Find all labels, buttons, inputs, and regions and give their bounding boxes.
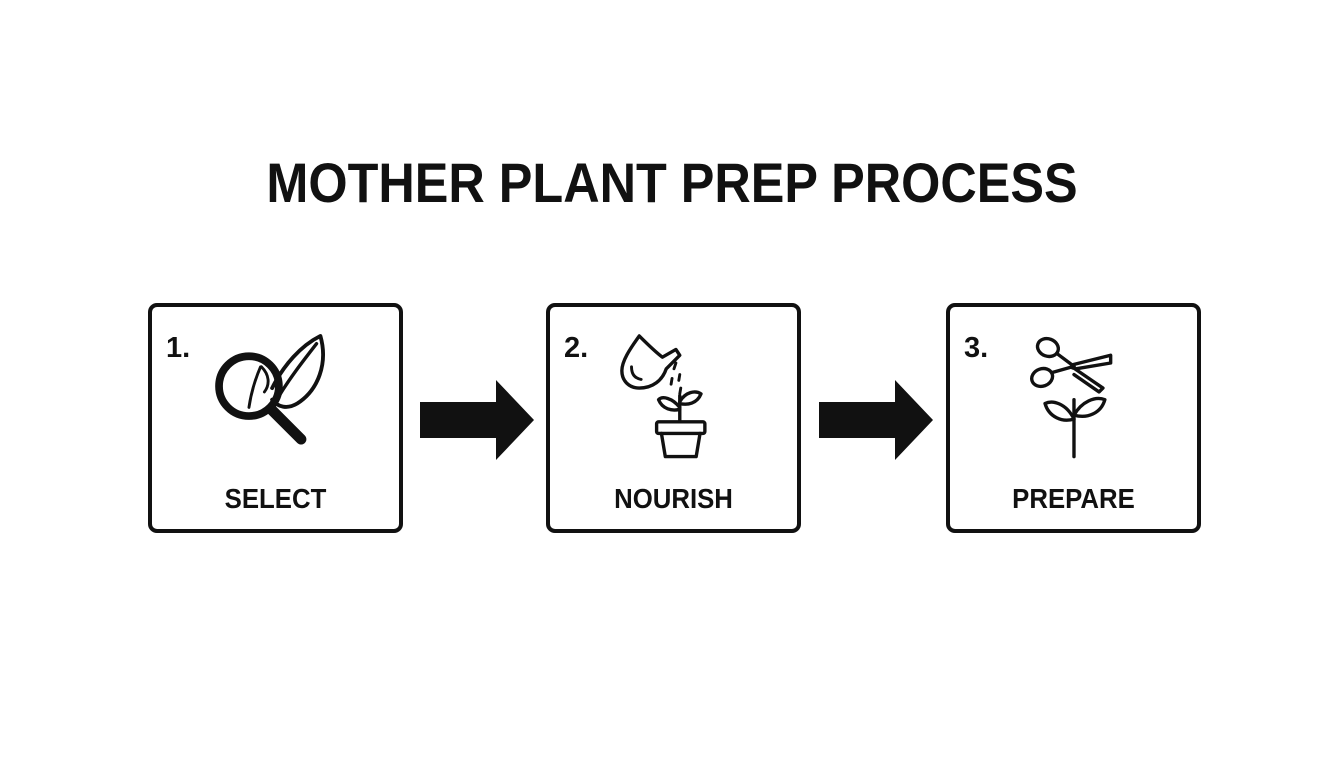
step-number: 2.	[564, 332, 589, 364]
watering-plant-icon	[620, 334, 707, 459]
scissors-plant-icon	[1030, 336, 1113, 459]
step-select-card: 1. SELECT	[148, 303, 403, 533]
magnifier-leaf-icon	[215, 334, 325, 445]
page-title: MOTHER PLANT PREP PROCESS	[266, 151, 1078, 214]
step-nourish-card: 2. NOURISH	[546, 303, 801, 533]
step-number: 1.	[166, 332, 191, 364]
step-number: 3.	[964, 332, 989, 364]
step-label: PREPARE	[1012, 483, 1135, 514]
step-label: SELECT	[224, 483, 327, 514]
right-arrow-icon	[420, 380, 534, 460]
step-prepare-card: 3. PREPARE	[946, 303, 1201, 533]
step-label: NOURISH	[614, 483, 733, 514]
right-arrow-icon	[819, 380, 933, 460]
